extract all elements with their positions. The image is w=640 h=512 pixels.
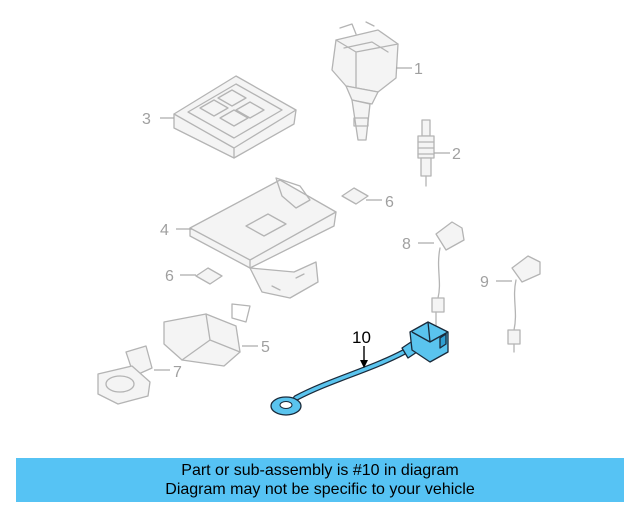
part-6-pad-upper [341, 187, 369, 205]
leader-10-arrowhead [360, 360, 368, 368]
part-7-sensor [97, 345, 153, 405]
part-10-knock-sensor[interactable] [270, 321, 449, 416]
callout-7: 7 [173, 364, 182, 381]
part-2-spark-plug [417, 119, 435, 187]
callout-8: 8 [402, 236, 411, 253]
part-5-sensor-bracket [163, 303, 251, 367]
banner-line-1: Part or sub-assembly is #10 in diagram [181, 462, 459, 479]
part-4-bracket [189, 177, 337, 299]
banner-line-2: Diagram may not be specific to your vehi… [165, 481, 475, 498]
part-1-ignition-coil [331, 21, 399, 141]
part-8-oxygen-sensor [431, 221, 465, 327]
callout-4: 4 [160, 222, 169, 239]
callout-6b: 6 [165, 268, 174, 285]
callout-9: 9 [480, 274, 489, 291]
callout-5: 5 [261, 339, 270, 356]
callout-6a: 6 [385, 194, 394, 211]
callout-3: 3 [142, 111, 151, 128]
callout-10: 10 [352, 328, 371, 347]
callout-2: 2 [452, 146, 461, 163]
info-banner: Part or sub-assembly is #10 in diagram D… [16, 458, 624, 502]
part-9-oxygen-sensor [507, 255, 541, 353]
parts-diagram: 1 2 3 4 6 6 [97, 21, 541, 416]
part-3-control-module [173, 75, 297, 159]
callout-1: 1 [414, 61, 423, 78]
part-6-pad-lower [195, 267, 223, 285]
